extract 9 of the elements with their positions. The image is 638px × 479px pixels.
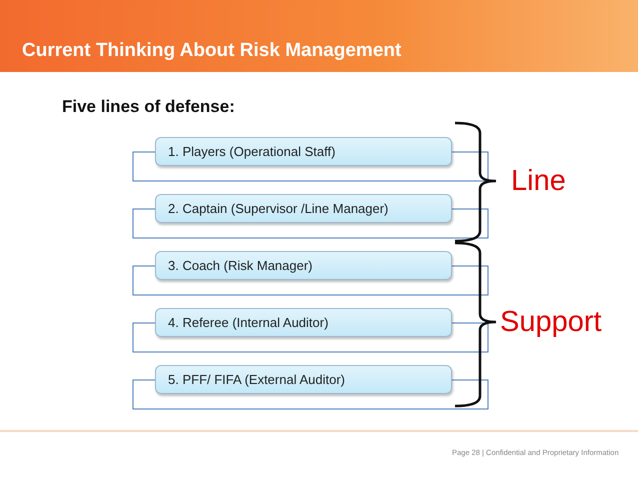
slide-title: Current Thinking About Risk Management	[22, 40, 402, 62]
level-box: 2. Captain (Supervisor /Line Manager)	[155, 194, 452, 223]
level-box: 1. Players (Operational Staff)	[155, 137, 452, 166]
subheading: Five lines of defense:	[62, 97, 235, 117]
bracket-label: Line	[511, 165, 566, 198]
level-box: 5. PFF/ FIFA (External Auditor)	[155, 365, 452, 394]
level-box: 3. Coach (Risk Manager)	[155, 251, 452, 280]
level-box: 4. Referee (Internal Auditor)	[155, 308, 452, 337]
bracket-label: Support	[500, 306, 602, 339]
